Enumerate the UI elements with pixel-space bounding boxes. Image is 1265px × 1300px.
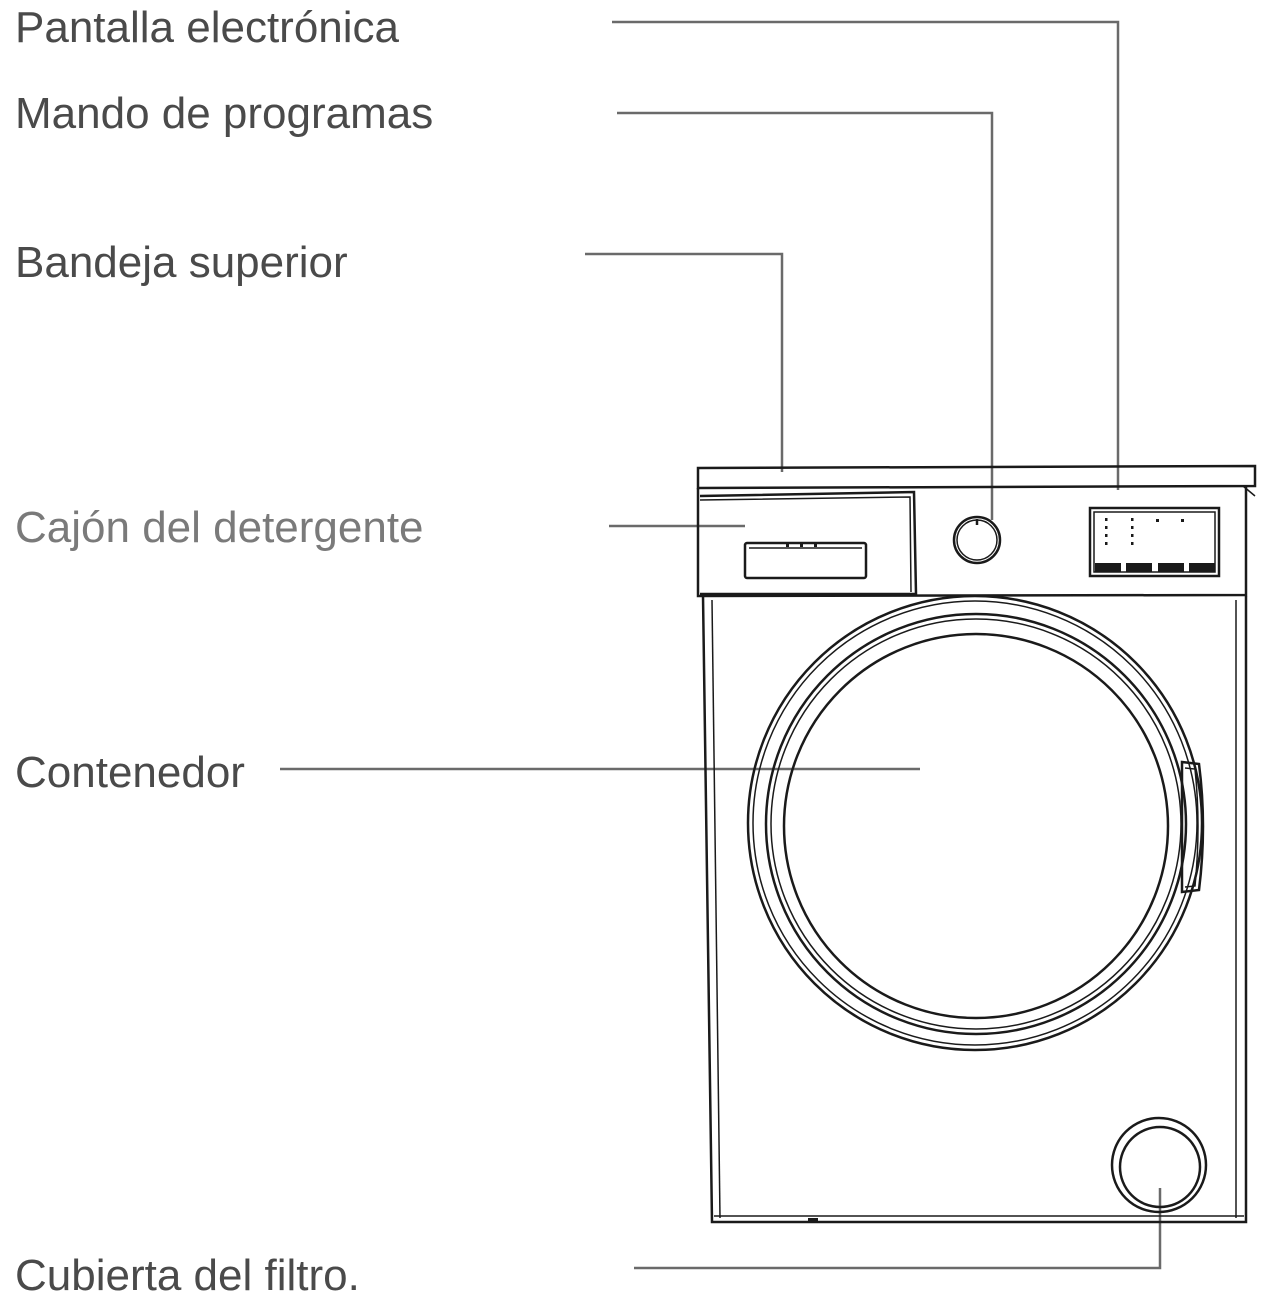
label-top-tray: Bandeja superior — [15, 238, 348, 287]
label-program-knob: Mando de programas — [15, 89, 433, 138]
display-button — [1189, 563, 1215, 572]
label-detergent-drawer: Cajón del detergente — [15, 503, 424, 552]
program-knob — [952, 515, 1002, 565]
filter-cover — [1110, 1116, 1208, 1214]
leader-top-tray — [585, 252, 784, 472]
door-handle — [1180, 760, 1205, 894]
drum-door — [746, 594, 1205, 1052]
door-glass — [782, 632, 1170, 1020]
label-filter-cover: Cubierta del filtro. — [15, 1251, 360, 1300]
detergent-drawer — [699, 490, 918, 596]
washing-machine — [696, 464, 1257, 1224]
drawer-handle — [743, 541, 868, 580]
door-outer-ring — [746, 594, 1204, 1052]
display-button — [1158, 563, 1184, 572]
control-panel — [696, 486, 1248, 598]
display-button — [1095, 563, 1121, 572]
electronic-display — [1088, 506, 1221, 578]
leader-filter-cover — [634, 1188, 1162, 1270]
display-button — [1126, 563, 1152, 572]
cabinet — [701, 595, 1248, 1224]
leader-display — [612, 20, 1120, 490]
door-middle-ring — [764, 612, 1188, 1036]
leader-program-knob — [617, 111, 994, 520]
top-tray — [696, 464, 1257, 490]
label-display: Pantalla electrónica — [15, 3, 400, 52]
label-drum: Contenedor — [15, 748, 245, 797]
